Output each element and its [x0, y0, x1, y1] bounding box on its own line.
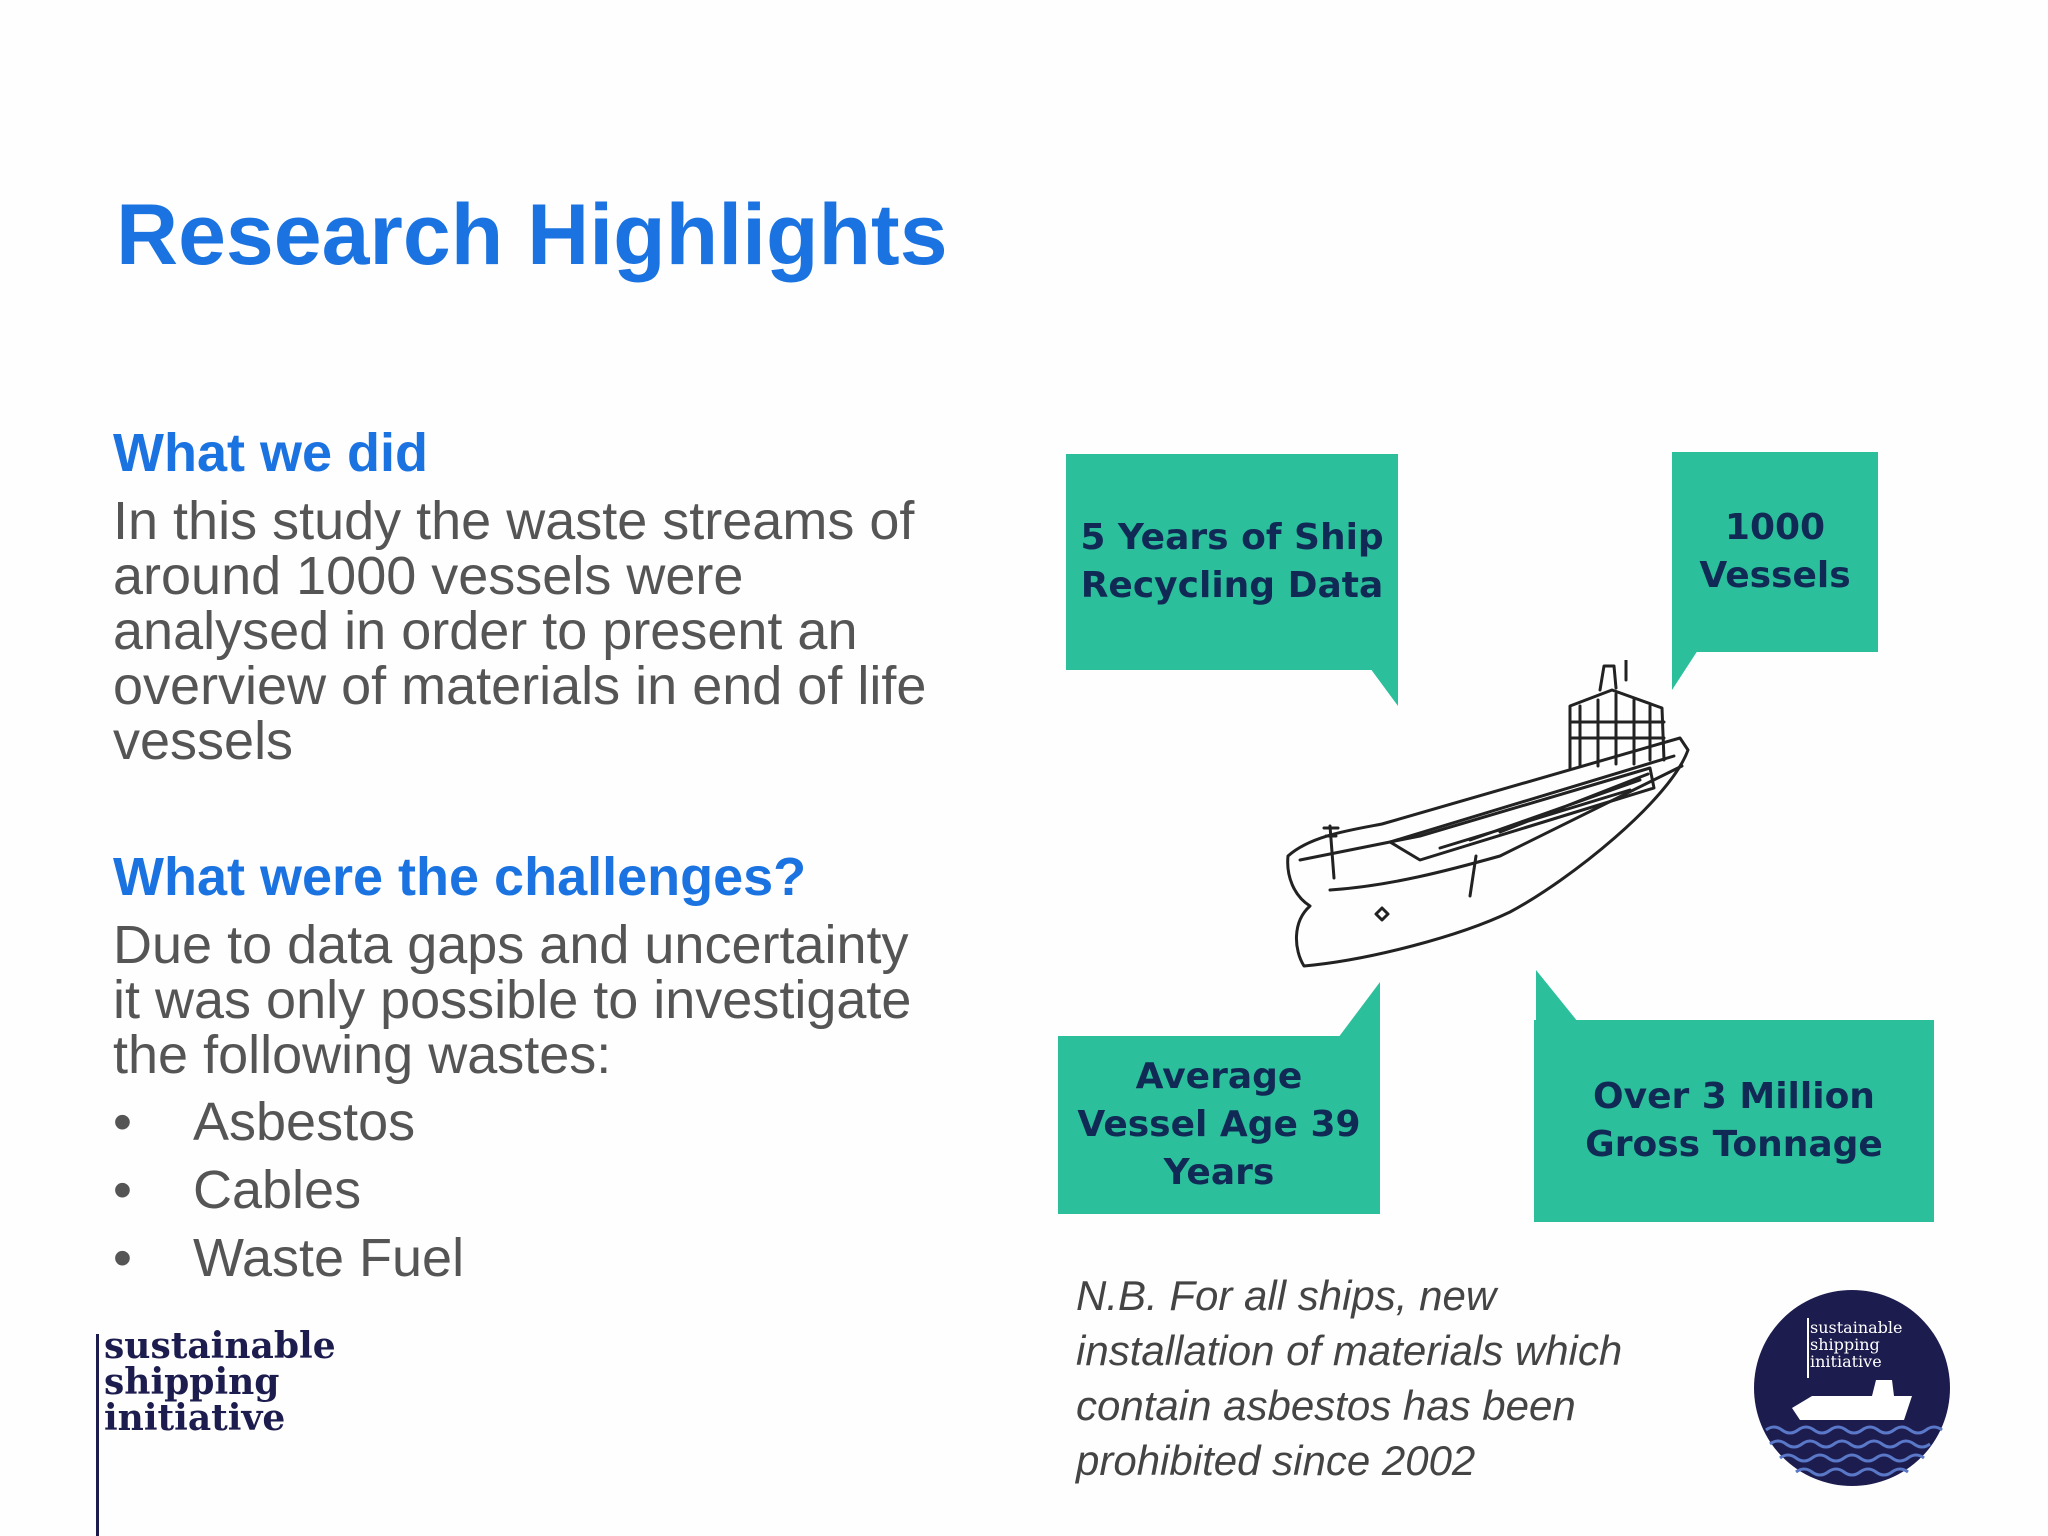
body-line: analysed in order to present an [113, 601, 858, 661]
callout-line: 5 Years of Ship [1080, 517, 1384, 558]
callout-line: Vessels [1699, 555, 1851, 596]
callout-tail [1536, 970, 1578, 1022]
callout-line: Over 3 Million [1593, 1076, 1875, 1117]
logo-word: initiative [104, 1397, 286, 1439]
round-logo-graphic [1754, 1290, 1950, 1486]
body-line: overview of materials in end of life [113, 656, 927, 716]
bullet-text: Asbestos [193, 1092, 416, 1152]
note-line: installation of materials which [1076, 1327, 1623, 1374]
callout-tail [1672, 650, 1698, 690]
callout-line: Recycling Data [1080, 565, 1384, 606]
body-line: vessels [113, 711, 294, 771]
callout-vessel-age: Average Vessel Age 39 Years [1058, 1036, 1380, 1214]
callout-line: Average [1135, 1056, 1303, 1097]
cargo-ship-icon [1286, 660, 1690, 968]
callout-line: Years [1163, 1152, 1275, 1193]
section-heading-challenges: What were the challenges? [113, 847, 807, 907]
callout-line: 1000 [1724, 507, 1826, 548]
callout-tail [1338, 982, 1380, 1038]
bullet-text: Waste Fuel [193, 1228, 465, 1288]
bullet-point: • [113, 1092, 132, 1152]
bullet-text: Cables [193, 1160, 362, 1220]
body-line: the following wastes: [113, 1025, 612, 1085]
body-line: In this study the waste streams of [113, 491, 915, 551]
asbestos-note: N.B. For all ships, new installation of … [1076, 1268, 1622, 1488]
logo-divider [96, 1334, 99, 1536]
body-line: around 1000 vessels were [113, 546, 744, 606]
callout-line: Gross Tonnage [1585, 1124, 1883, 1165]
note-line: N.B. For all ships, new [1076, 1272, 1497, 1319]
body-line: Due to data gaps and uncertainty [113, 915, 909, 975]
bullet-point: • [113, 1160, 132, 1220]
callout-gross-tonnage: Over 3 Million Gross Tonnage [1534, 1020, 1934, 1222]
callout-tail [1370, 668, 1398, 706]
logo-word: sustainable [104, 1325, 336, 1367]
ssi-round-logo-icon: sustainable shipping initiative [1752, 1288, 1952, 1493]
section-body-challenges: Due to data gaps and uncertainty it was … [113, 918, 911, 1083]
callout-recycling-data: 5 Years of Ship Recycling Data [1066, 454, 1398, 670]
round-logo-word: shipping [1810, 1335, 1880, 1354]
round-logo-word: initiative [1810, 1352, 1882, 1371]
slide-title: Research Highlights [116, 187, 948, 283]
body-line: it was only possible to investigate [113, 970, 912, 1030]
note-line: contain asbestos has been [1076, 1382, 1576, 1429]
note-line: prohibited since 2002 [1076, 1437, 1476, 1484]
bullet-point: • [113, 1228, 132, 1288]
section-heading-what-we-did: What we did [113, 423, 428, 483]
callout-line: Vessel Age 39 [1077, 1104, 1361, 1145]
callout-vessels: 1000 Vessels [1672, 452, 1878, 652]
round-logo-word: sustainable [1810, 1318, 1903, 1337]
section-body-what-we-did: In this study the waste streams of aroun… [113, 494, 926, 769]
logo-word: shipping [104, 1361, 280, 1403]
